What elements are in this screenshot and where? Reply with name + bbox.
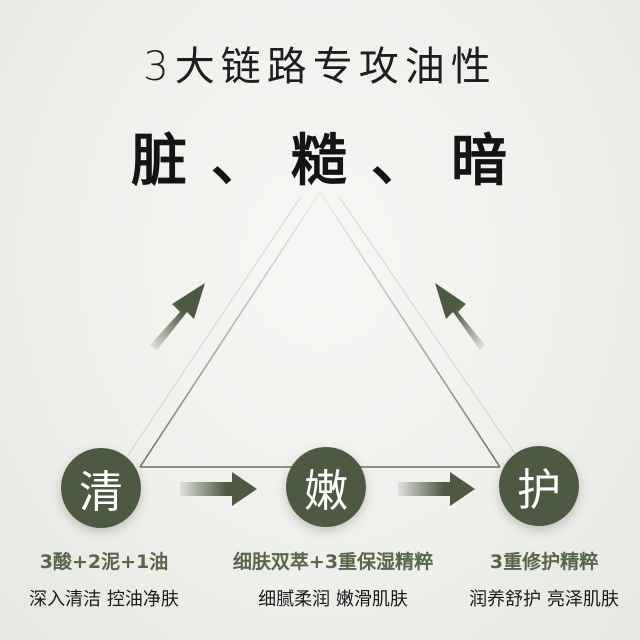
triangle-outline: [127, 191, 517, 468]
step-node-tender: 嫩: [286, 447, 366, 527]
subhead-separator: 、: [371, 129, 429, 194]
step-title-tender: 细肤双萃+3重保湿精粹: [232, 551, 434, 573]
step-node-cleanse: 清: [61, 448, 141, 528]
subhead-separator: 、: [211, 129, 269, 194]
step-title-protect: 3重修护精粹: [489, 551, 599, 573]
subhead-word-dull: 暗: [451, 129, 509, 194]
subhead-word-rough: 糙: [291, 129, 349, 194]
arrow-right-icon: [398, 472, 475, 506]
triangle-left-edge: [139, 191, 321, 468]
subhead: 脏、糙、暗: [0, 116, 640, 197]
triangle-echo-right: [339, 197, 517, 456]
step-title-cleanse: 3酸+2泥+1油: [39, 551, 169, 573]
arrow-right-icon: [180, 472, 257, 506]
step-desc-cleanse: 深入清洁 控油净肤: [29, 589, 179, 610]
headline: 3大链路专攻油性: [143, 44, 497, 90]
step-desc-protect: 润养舒护 亮泽肌肤: [469, 589, 619, 610]
arrow-up-right-icon: [150, 283, 205, 350]
triangle-right-edge: [319, 191, 501, 468]
step-desc-tender: 细腻柔润 嫩滑肌肤: [258, 589, 408, 610]
subhead-word-dirty: 脏: [131, 129, 189, 194]
step-node-protect: 护: [499, 446, 579, 526]
arrow-up-left-icon: [435, 283, 485, 350]
triangle-echo-left: [127, 197, 301, 456]
